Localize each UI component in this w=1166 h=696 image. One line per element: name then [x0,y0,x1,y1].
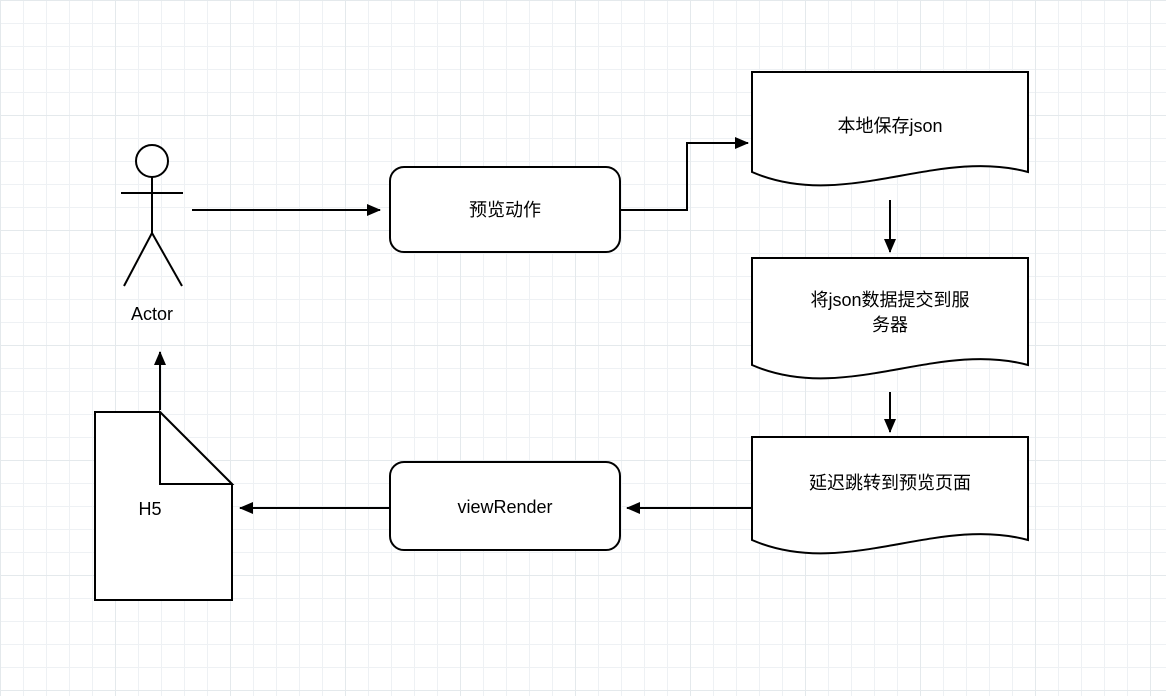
h5-page-node[interactable]: H5 [94,409,235,601]
delay-jump-preview-doc[interactable] [751,436,1029,555]
save-json-local-label: 本地保存json [837,116,942,136]
save-json-local-doc[interactable] [751,71,1029,187]
edge-preview-to-savejson[interactable] [620,137,749,211]
actor-node[interactable]: Actor [121,144,183,324]
delay-jump-preview-label: 延迟跳转到预览页面 [809,473,971,493]
actor-label: Actor [131,304,173,324]
submit-json-server-node[interactable]: 将json数据提交到服 务器 [751,257,1029,380]
preview-action-node[interactable]: 预览动作 [389,166,621,253]
h5-page-fold [159,409,235,485]
preview-action-label: 预览动作 [469,200,541,220]
save-json-local-node[interactable]: 本地保存json [751,71,1029,187]
h5-page-label: H5 [138,499,161,519]
actor-left-leg [123,232,153,287]
actor-right-leg [151,232,183,287]
view-render-label: viewRender [457,497,552,517]
submit-json-server-label-line1: 将json数据提交到服 [810,290,969,310]
submit-json-server-label-line2: 务器 [872,315,908,335]
view-render-box[interactable] [389,461,621,551]
submit-json-server-doc[interactable] [751,257,1029,380]
actor-head[interactable] [135,144,169,178]
view-render-node[interactable]: viewRender [389,461,621,551]
delay-jump-preview-node[interactable]: 延迟跳转到预览页面 [751,436,1029,555]
